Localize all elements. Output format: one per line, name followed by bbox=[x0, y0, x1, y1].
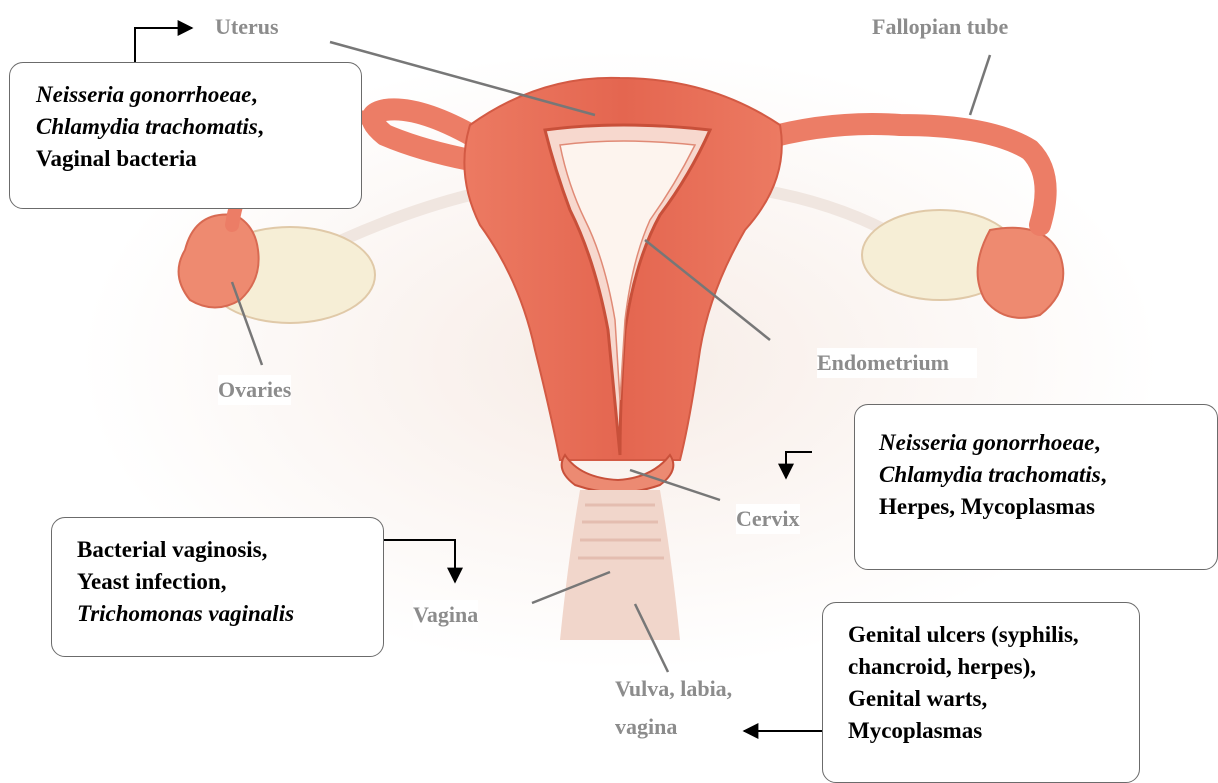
label-uterus: Uterus bbox=[215, 12, 279, 42]
right-fimbriae bbox=[978, 228, 1064, 318]
cervix-box-line2: Chlamydia trachomatis, bbox=[879, 459, 1217, 491]
label-vulva-line1: Vulva, labia, bbox=[615, 674, 732, 704]
label-endometrium: Endometrium bbox=[817, 348, 977, 378]
cervix-infections-box: Neisseria gonorrhoeae, Chlamydia trachom… bbox=[854, 404, 1218, 570]
vagina-box-line2: Yeast infection, bbox=[77, 566, 383, 598]
uterus-box-line3: Vaginal bacteria bbox=[36, 143, 361, 175]
vagina-box-line1: Bacterial vaginosis, bbox=[77, 534, 383, 566]
label-vagina: Vagina bbox=[413, 600, 478, 630]
vagina-canal bbox=[560, 490, 680, 640]
fallopian-pointer bbox=[970, 55, 990, 115]
vulva-box-line4: Mycoplasmas bbox=[848, 715, 1139, 747]
vulva-box-line2: chancroid, herpes), bbox=[848, 651, 1139, 683]
label-fallopian-tube: Fallopian tube bbox=[872, 12, 1008, 42]
cervix-box-line1: Neisseria gonorrhoeae, bbox=[879, 427, 1217, 459]
uterus-infections-box: Neisseria gonorrhoeae, Chlamydia trachom… bbox=[9, 62, 362, 209]
label-ovaries: Ovaries bbox=[218, 375, 291, 405]
vagina-box-line3: Trichomonas vaginalis bbox=[77, 598, 383, 630]
label-cervix: Cervix bbox=[736, 504, 800, 534]
vulva-box-line1: Genital ulcers (syphilis, bbox=[848, 619, 1139, 651]
vulva-box-line3: Genital warts, bbox=[848, 683, 1139, 715]
uterus-box-line1: Neisseria gonorrhoeae, bbox=[36, 79, 361, 111]
uterus-box-arrow bbox=[135, 28, 192, 62]
cervix-box-line3: Herpes, Mycoplasmas bbox=[879, 491, 1217, 523]
uterus-box-line2: Chlamydia trachomatis, bbox=[36, 111, 361, 143]
vagina-infections-box: Bacterial vaginosis, Yeast infection, Tr… bbox=[51, 517, 384, 657]
label-vulva-line2: vagina bbox=[615, 712, 677, 742]
vulva-infections-box: Genital ulcers (syphilis, chancroid, her… bbox=[822, 602, 1140, 783]
